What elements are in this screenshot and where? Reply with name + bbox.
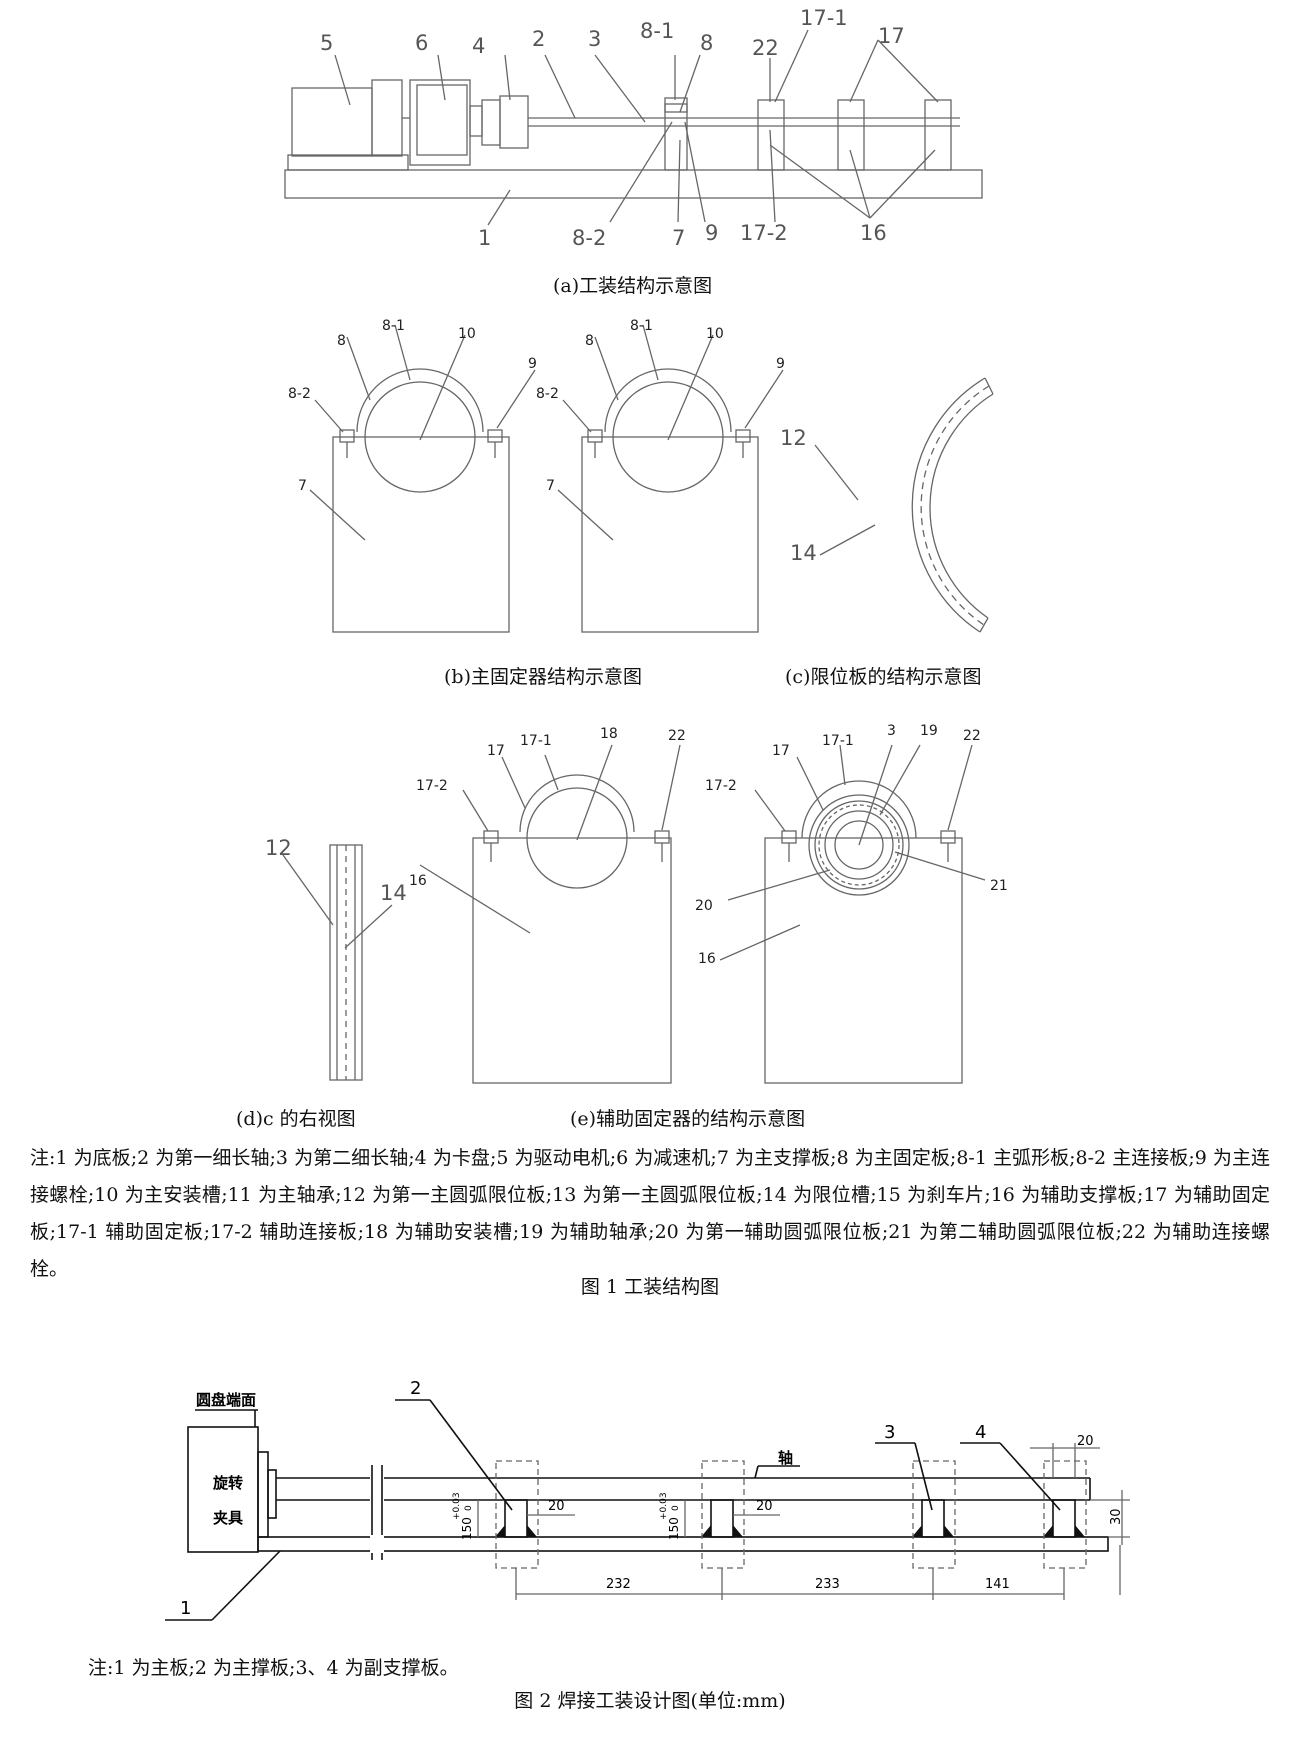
dim-150-a-tol: +0.03 bbox=[452, 1492, 462, 1520]
diagram-a: 5 6 4 2 3 8-1 8 22 17-1 17 1 8-2 7 9 17-… bbox=[284, 6, 983, 297]
label-fixture-1: 旋转 bbox=[212, 1474, 243, 1492]
label-e-18: 18 bbox=[600, 726, 618, 742]
label-2-n3: 3 bbox=[884, 1422, 895, 1443]
caption-d: (d)c 的右视图 bbox=[236, 1108, 356, 1130]
dim-150-b: 150 bbox=[667, 1517, 681, 1540]
fig1-note: 注:1 为底板;2 为第一细长轴;3 为第二细长轴;4 为卡盘;5 为驱动电机;… bbox=[30, 1147, 1270, 1280]
label-e-17-2: 17-2 bbox=[416, 778, 448, 794]
label-e-16: 16 bbox=[409, 873, 427, 889]
dim-20-b: 20 bbox=[756, 1499, 773, 1514]
label-b2-8-2: 8-2 bbox=[536, 386, 559, 402]
label-b-7: 7 bbox=[298, 478, 307, 494]
diagram-d: 12 14 (d)c 的右视图 bbox=[236, 836, 407, 1130]
label-e2-16: 16 bbox=[698, 951, 716, 967]
label-d-12: 12 bbox=[265, 836, 292, 860]
label-a-22: 22 bbox=[752, 36, 779, 60]
dim-30: 30 bbox=[1109, 1508, 1124, 1525]
label-fixture-2: 夹具 bbox=[213, 1509, 243, 1527]
label-a-8-2: 8-2 bbox=[572, 226, 606, 250]
label-a-8-1: 8-1 bbox=[640, 19, 674, 43]
label-a-8: 8 bbox=[700, 31, 713, 55]
diagram-fig2: 圆盘端面 旋转 夹具 轴 bbox=[165, 1378, 1130, 1621]
label-a-17-2: 17-2 bbox=[740, 221, 788, 245]
dim-233: 233 bbox=[815, 1577, 840, 1592]
label-c-12: 12 bbox=[780, 426, 807, 450]
fig1-title: 图 1 工装结构图 bbox=[580, 1276, 720, 1298]
main-fixture-right bbox=[557, 324, 784, 633]
label-a-2: 2 bbox=[532, 27, 545, 51]
label-a-6: 6 bbox=[415, 31, 428, 55]
label-a-17: 17 bbox=[878, 24, 905, 48]
label-b2-8: 8 bbox=[585, 333, 594, 349]
label-b2-10: 10 bbox=[706, 326, 724, 342]
label-e2-17-2: 17-2 bbox=[705, 778, 737, 794]
label-2-n1: 1 bbox=[180, 1598, 191, 1619]
diagram-e: 17 17-1 18 22 17-2 16 17 bbox=[409, 723, 1008, 1130]
caption-a: (a)工装结构示意图 bbox=[553, 275, 712, 297]
label-e2-20: 20 bbox=[695, 898, 713, 914]
label-a-9: 9 bbox=[705, 221, 718, 245]
label-b2-9: 9 bbox=[776, 356, 785, 372]
label-2-n2: 2 bbox=[410, 1378, 421, 1399]
label-a-1: 1 bbox=[478, 226, 491, 250]
label-b2-7: 7 bbox=[546, 478, 555, 494]
label-e2-17: 17 bbox=[772, 743, 790, 759]
label-b-10: 10 bbox=[458, 326, 476, 342]
label-b-8-2: 8-2 bbox=[288, 386, 311, 402]
support-plates bbox=[495, 1499, 1085, 1538]
label-2-n4: 4 bbox=[975, 1422, 986, 1443]
diagram-c: 12 14 (c)限位板的结构示意图 bbox=[780, 377, 994, 688]
aux-fixture-right bbox=[719, 744, 986, 1084]
label-a-7: 7 bbox=[672, 226, 685, 250]
fig2-title: 图 2 焊接工装设计图(单位:mm) bbox=[514, 1690, 786, 1712]
label-e2-19: 19 bbox=[920, 723, 938, 739]
dim-150-b-tol: +0.03 bbox=[659, 1492, 669, 1520]
main-fixture-left bbox=[309, 324, 536, 633]
label-a-3: 3 bbox=[588, 27, 601, 51]
label-face: 圆盘端面 bbox=[196, 1391, 256, 1409]
label-a-17-1: 17-1 bbox=[800, 6, 848, 30]
caption-b: (b)主固定器结构示意图 bbox=[444, 666, 642, 688]
caption-c: (c)限位板的结构示意图 bbox=[785, 666, 981, 688]
label-a-4: 4 bbox=[472, 34, 485, 58]
label-b-8-1: 8-1 bbox=[382, 318, 405, 334]
label-b2-8-1: 8-1 bbox=[630, 318, 653, 334]
dim-141: 141 bbox=[985, 1577, 1010, 1592]
label-shaft: 轴 bbox=[778, 1449, 793, 1467]
fig2-note: 注:1 为主板;2 为主撑板;3、4 为副支撑板。 bbox=[88, 1657, 459, 1679]
label-e2-17-1: 17-1 bbox=[822, 733, 854, 749]
label-e-17: 17 bbox=[487, 743, 505, 759]
label-c-14: 14 bbox=[790, 541, 817, 565]
label-b-8: 8 bbox=[337, 333, 346, 349]
dim-150-a: 150 bbox=[460, 1517, 474, 1540]
dim-232: 232 bbox=[606, 1577, 631, 1592]
label-d-14: 14 bbox=[380, 881, 407, 905]
dim-20-top: 20 bbox=[1077, 1434, 1094, 1449]
label-e2-22: 22 bbox=[963, 728, 981, 744]
label-e2-21: 21 bbox=[990, 878, 1008, 894]
label-e2-3: 3 bbox=[887, 723, 896, 739]
label-e-22: 22 bbox=[668, 728, 686, 744]
label-e-17-1: 17-1 bbox=[520, 733, 552, 749]
dim-150-a-tol2: 0 bbox=[464, 1505, 474, 1511]
aux-fixture-left bbox=[419, 744, 681, 1084]
label-b-9: 9 bbox=[528, 356, 537, 372]
label-a-5: 5 bbox=[320, 31, 333, 55]
caption-e: (e)辅助固定器的结构示意图 bbox=[570, 1108, 805, 1130]
label-a-16: 16 bbox=[860, 221, 887, 245]
dim-20-a: 20 bbox=[548, 1499, 565, 1514]
dim-150-b-tol2: 0 bbox=[671, 1505, 681, 1511]
diagram-b: 8 8-1 10 9 8-2 7 8 8-1 10 9 8-2 7 (b)主固定… bbox=[288, 318, 785, 688]
